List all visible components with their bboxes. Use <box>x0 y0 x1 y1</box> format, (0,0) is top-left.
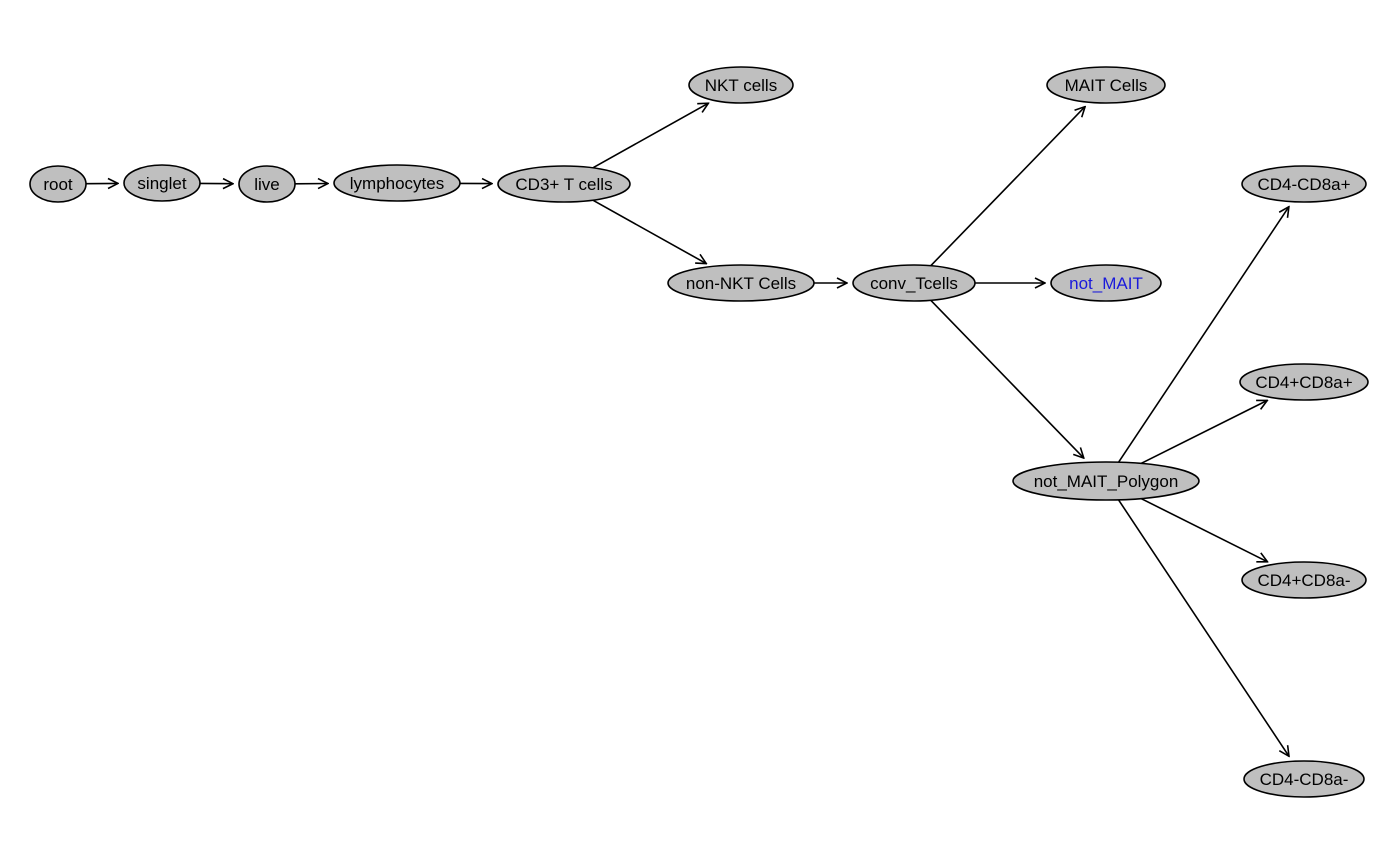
edge-arrow <box>930 299 1084 458</box>
node-ellipse[interactable] <box>123 164 201 202</box>
node-ellipse[interactable] <box>1046 66 1166 104</box>
node-label: CD4+CD8a+ <box>1255 373 1352 392</box>
node-label: conv_Tcells <box>870 274 958 293</box>
node-label: NKT cells <box>705 76 777 95</box>
node-conv[interactable]: conv_Tcells <box>852 264 976 302</box>
edge-arrow <box>592 103 709 169</box>
node-label: root <box>43 175 73 194</box>
node-cd4p8m[interactable]: CD4+CD8a- <box>1241 561 1367 599</box>
edge-notmaitpoly-to-cd4m8m <box>1117 499 1290 757</box>
node-label: non-NKT Cells <box>686 274 796 293</box>
node-ellipse[interactable] <box>1050 264 1162 302</box>
node-lymphocytes[interactable]: lymphocytes <box>333 164 461 202</box>
node-singlet[interactable]: singlet <box>123 164 201 202</box>
node-cd4m8m[interactable]: CD4-CD8a- <box>1243 760 1365 798</box>
edge-cd3-to-nonnkt <box>592 199 706 263</box>
edge-arrow <box>1117 207 1289 463</box>
edge-arrow <box>1140 400 1267 465</box>
node-ellipse[interactable] <box>1243 760 1365 798</box>
node-label: not_MAIT <box>1069 274 1143 293</box>
nodes-layer: root singlet live lymphocytes CD3+ T cells NK… <box>29 66 1369 798</box>
edges-layer <box>85 103 1290 757</box>
node-label: CD4-CD8a+ <box>1257 175 1350 194</box>
node-root[interactable]: root <box>29 165 87 203</box>
node-mait[interactable]: MAIT Cells <box>1046 66 1166 104</box>
node-ellipse[interactable] <box>688 66 794 104</box>
edge-notmaitpoly-to-cd4m8p <box>1117 207 1289 463</box>
node-ellipse[interactable] <box>1012 461 1200 501</box>
edge-notmaitpoly-to-cd4p8p <box>1140 400 1267 465</box>
node-ellipse[interactable] <box>852 264 976 302</box>
node-ellipse[interactable] <box>29 165 87 203</box>
node-nkt[interactable]: NKT cells <box>688 66 794 104</box>
node-cd4p8p[interactable]: CD4+CD8a+ <box>1239 363 1369 401</box>
node-label: not_MAIT_Polygon <box>1034 472 1179 491</box>
node-label: live <box>254 175 280 194</box>
edge-conv-to-notmaitpoly <box>930 299 1084 458</box>
node-label: CD4-CD8a- <box>1260 770 1349 789</box>
edge-cd3-to-nkt <box>592 103 709 169</box>
node-notmaitpoly[interactable]: not_MAIT_Polygon <box>1012 461 1200 501</box>
edge-notmaitpoly-to-cd4p8m <box>1140 497 1267 562</box>
edge-arrow <box>930 107 1085 267</box>
node-ellipse[interactable] <box>1241 165 1367 203</box>
node-label: lymphocytes <box>350 174 444 193</box>
node-ellipse[interactable] <box>333 164 461 202</box>
node-ellipse[interactable] <box>667 264 815 302</box>
node-notmait[interactable]: not_MAIT <box>1050 264 1162 302</box>
edge-conv-to-mait <box>930 107 1085 267</box>
node-ellipse[interactable] <box>497 165 631 203</box>
node-ellipse[interactable] <box>238 165 296 203</box>
node-label: MAIT Cells <box>1065 76 1148 95</box>
node-label: CD3+ T cells <box>515 175 612 194</box>
node-label: CD4+CD8a- <box>1257 571 1350 590</box>
node-cd4m8p[interactable]: CD4-CD8a+ <box>1241 165 1367 203</box>
node-ellipse[interactable] <box>1239 363 1369 401</box>
edge-arrow <box>592 199 706 263</box>
node-nonnkt[interactable]: non-NKT Cells <box>667 264 815 302</box>
node-live[interactable]: live <box>238 165 296 203</box>
edge-arrow <box>1140 497 1267 562</box>
node-cd3[interactable]: CD3+ T cells <box>497 165 631 203</box>
edge-arrow <box>1117 499 1290 757</box>
node-label: singlet <box>137 174 186 193</box>
node-ellipse[interactable] <box>1241 561 1367 599</box>
